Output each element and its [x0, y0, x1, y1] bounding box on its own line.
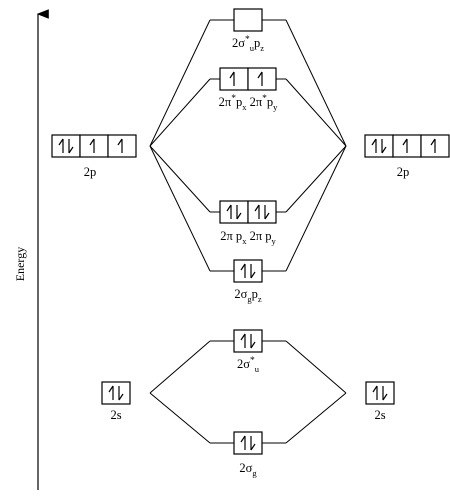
electron-spin-up-icon	[254, 204, 260, 219]
mo-pi-star-2p: 2π*px 2π*py	[219, 67, 279, 112]
mo-sigma-star-2s: 2σ*u	[233, 329, 263, 374]
orbital-label: 2s	[110, 408, 121, 422]
energy-axis-label: Energy	[13, 247, 27, 281]
electron-spin-up-icon	[58, 138, 64, 153]
orbital-label: 2σgpz	[234, 287, 262, 304]
atomic-orbital-2s-left: 2s	[101, 381, 131, 422]
electron-spin-up-icon	[372, 385, 378, 400]
orbital-box	[233, 431, 263, 455]
orbital-box	[101, 381, 131, 405]
electron-spin-up-icon	[108, 385, 114, 400]
orbital-box	[364, 134, 394, 158]
mo-sigma-2pz: 2σgpz	[233, 259, 263, 304]
mo-pi-2p: 2π px 2π py	[219, 200, 277, 246]
electron-spin-up-icon	[226, 204, 232, 219]
orbital-label: 2σ*u	[237, 356, 260, 374]
orbital-label: 2σ*upz	[232, 35, 264, 53]
electron-spin-up-icon	[229, 71, 235, 86]
electron-spin-up-icon	[371, 138, 377, 153]
electron-spin-up-icon	[240, 435, 246, 450]
electron-spin-up-icon	[257, 71, 263, 86]
electron-spin-down-icon	[236, 205, 242, 220]
electron-spin-up-icon	[240, 333, 246, 348]
orbital-label: 2π px 2π py	[220, 229, 276, 246]
orbital-box	[233, 259, 263, 283]
connector-lines-2p	[149, 19, 347, 272]
orbital-label: 2σg	[239, 461, 257, 478]
electron-spin-down-icon	[118, 386, 124, 401]
electron-spin-up-icon	[430, 138, 436, 153]
electron-spin-down-icon	[381, 139, 387, 154]
orbital-label: 2π*px 2π*py	[219, 94, 279, 112]
orbital-box	[233, 329, 263, 353]
orbital-box	[219, 200, 249, 224]
mo-sigma-2s: 2σg	[233, 431, 263, 478]
electron-spin-down-icon	[382, 386, 388, 401]
electron-spin-up-icon	[240, 263, 246, 278]
electron-spin-down-icon	[68, 139, 74, 154]
mo-sigma-star-2pz: 2σ*upz	[232, 8, 264, 53]
electron-spin-down-icon	[250, 334, 256, 349]
orbital-label: 2p	[397, 165, 410, 179]
electron-spin-down-icon	[250, 264, 256, 279]
electron-spin-up-icon	[402, 138, 408, 153]
orbital-box	[233, 8, 263, 32]
atomic-orbital-2p-right: 2p	[364, 134, 450, 179]
orbital-box	[247, 200, 277, 224]
electron-spin-down-icon	[264, 205, 270, 220]
atomic-orbital-2s-right: 2s	[365, 381, 395, 422]
orbital-box	[365, 381, 395, 405]
orbital-box	[51, 134, 81, 158]
electron-spin-down-icon	[250, 436, 256, 451]
orbital-label: 2s	[374, 408, 385, 422]
electron-spin-up-icon	[89, 138, 95, 153]
electron-spin-up-icon	[117, 138, 123, 153]
orbital-label: 2p	[84, 165, 97, 179]
connector-lines-2s	[149, 340, 347, 444]
atomic-orbital-2p-left: 2p	[51, 134, 137, 179]
